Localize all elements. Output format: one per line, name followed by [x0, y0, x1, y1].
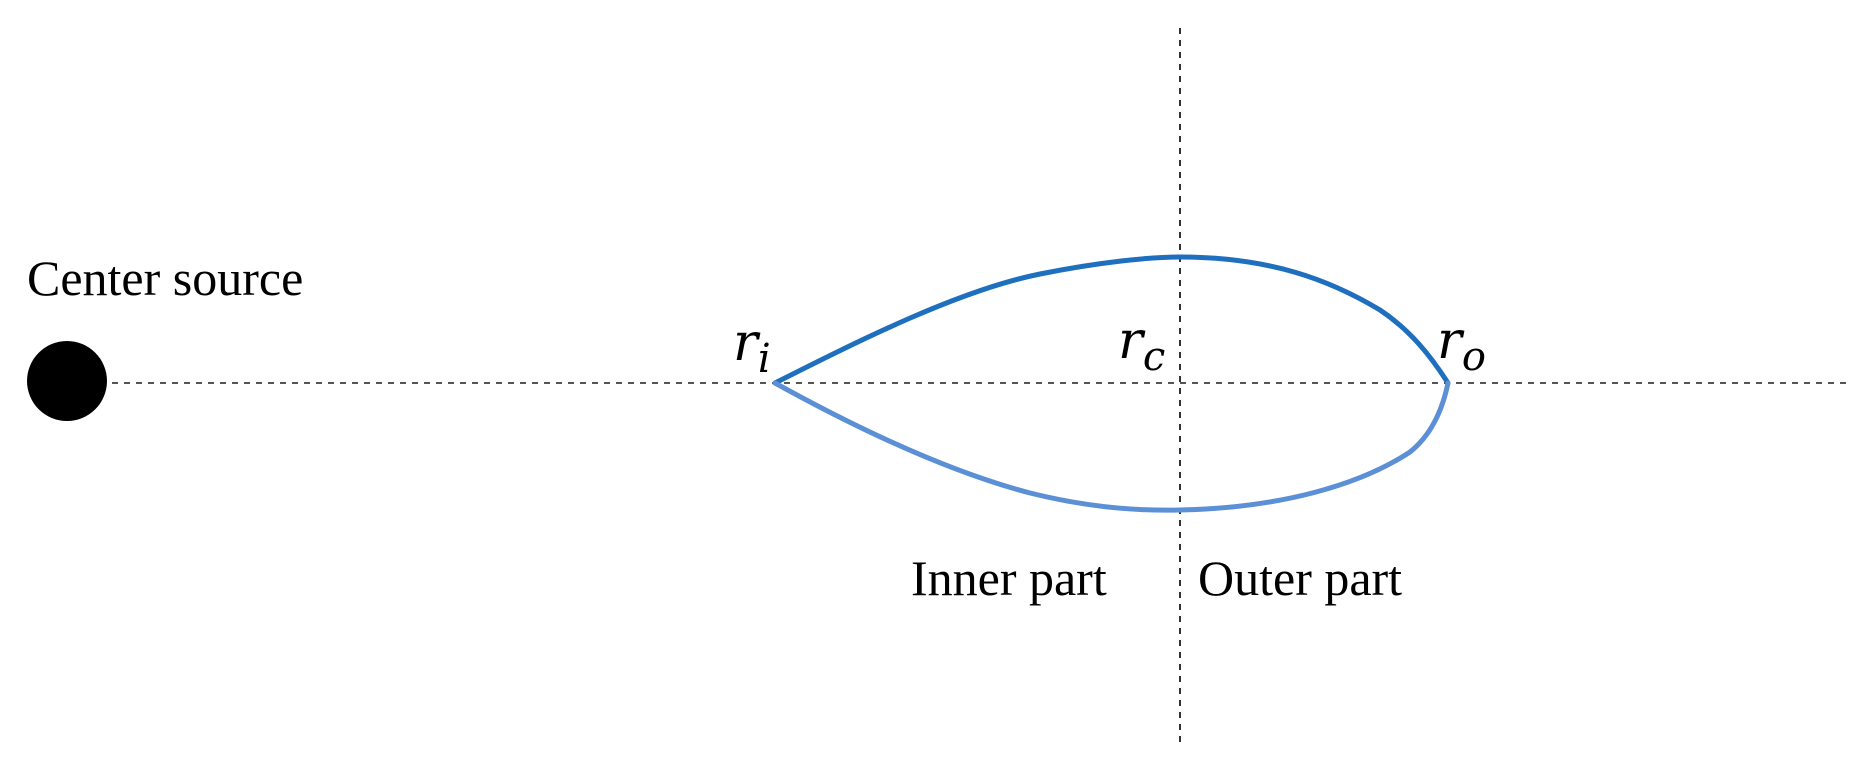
r-i-label: ri	[733, 313, 771, 382]
r-c-subscript: c	[1143, 334, 1165, 380]
r-o-label: ro	[1437, 311, 1486, 380]
lower-curve	[772, 380, 1451, 513]
r-i-subscript: i	[758, 336, 771, 382]
outer-part-label: Outer part	[1198, 550, 1402, 606]
r-c-base: r	[1118, 311, 1146, 371]
r-i-base: r	[733, 313, 761, 373]
inner-part-label: Inner part	[911, 550, 1107, 606]
r-o-base: r	[1437, 311, 1465, 371]
r-c-label: rc	[1118, 311, 1165, 380]
r-o-subscript: o	[1462, 334, 1486, 380]
upper-curve	[772, 254, 1451, 386]
center-source-label: Center source	[27, 250, 303, 306]
center-source-dot	[27, 341, 107, 421]
